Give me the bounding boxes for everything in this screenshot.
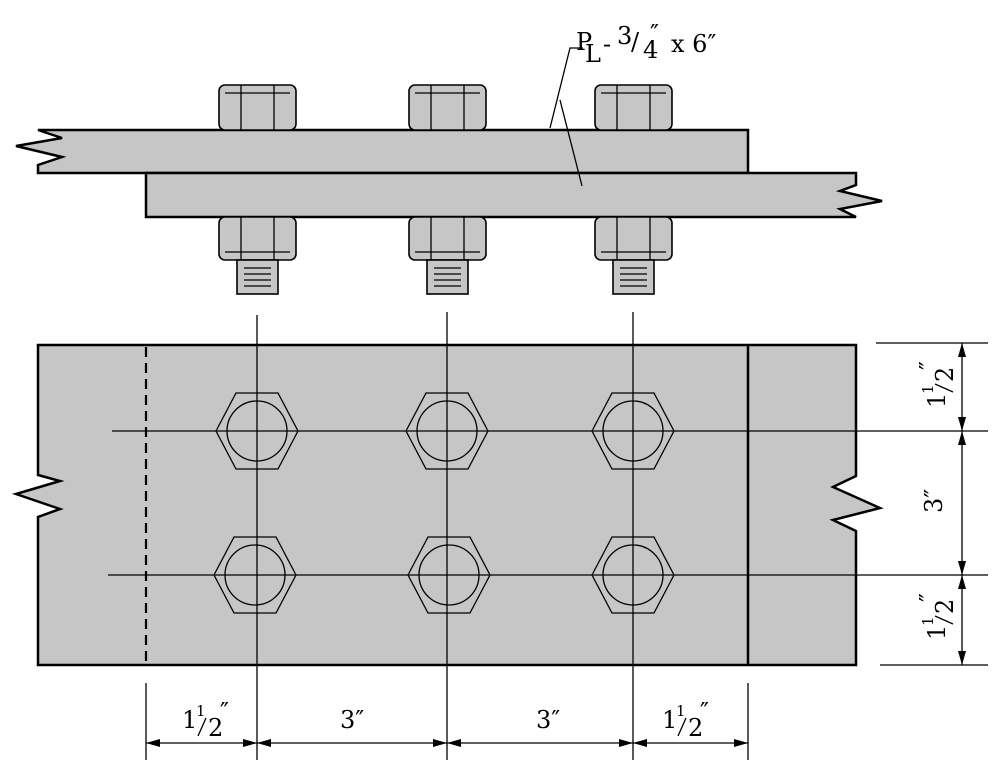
dim-v-3-inch: ″ [915,593,943,602]
dim-v-3: 1 1 2 ″ [915,593,959,640]
dim-v-1-whole: 1 [923,393,951,408]
top-plate [15,128,750,175]
plate-label-p: P [576,28,592,56]
bolt-r2-c1 [213,536,297,614]
dim-v-2: 3″ [920,489,948,513]
dim-h-1: 1 1 2 ″ [182,698,229,742]
dim-v-3-num: 1 [919,616,937,626]
dim-h-1-den: 2 [208,714,223,742]
bolt-head-1 [218,84,297,131]
dim-v-2-text: 3″ [920,489,948,513]
dim-v-3-den: 2 [931,599,959,614]
nut-1 [218,216,297,295]
plate-label-num: 3 [617,22,632,50]
bolt-head-3 [594,84,673,131]
bolt-r2-c3 [591,536,675,614]
dim-h-1-num: 1 [196,702,206,720]
plate-label-inch: ″ [650,20,659,48]
dim-h-3: 3″ [536,706,560,734]
bottom-plate [144,171,883,219]
plate-label-rest: x 6″ [671,30,716,58]
dim-v-1: 1 1 2 ″ [915,361,959,408]
bolt-r1-c3 [591,392,675,470]
nut-3 [594,216,673,295]
dim-h-1-whole: 1 [182,706,197,734]
horizontal-dimensions: 1 1 2 ″ 3″ 3″ 1 1 2 ″ [145,683,749,760]
plan-view [11,312,890,683]
plate-label: P L - 3 / 4 ″ x 6″ [576,20,716,68]
bolt-r2-c2 [407,536,491,614]
dim-h-4-den: 2 [688,714,703,742]
label-leader-branch [559,99,583,187]
dim-h-4: 1 1 2 ″ [662,698,709,742]
bolt-r1-c1 [215,392,299,470]
plate-label-slash: / [631,28,640,56]
dim-v-3-whole: 1 [923,625,951,640]
vertical-dimensions: 1 1 2 ″ 3″ 1 1 2 ″ [876,342,988,666]
dim-h-4-num: 1 [676,702,686,720]
dim-h-2: 3″ [340,706,364,734]
dim-h-4-whole: 1 [662,706,677,734]
plate-label-l: L [585,40,601,68]
plate-label-den: 4 [643,36,658,64]
dim-v-1-num: 1 [919,384,937,394]
dim-h-4-inch: ″ [700,698,709,726]
label-leader [549,47,583,129]
nut-2 [408,216,487,295]
side-elevation: P L - 3 / 4 ″ x 6″ [15,20,883,295]
dim-v-1-inch: ″ [915,361,943,370]
dim-v-1-den: 2 [931,367,959,382]
bolt-r1-c2 [405,392,489,470]
dim-h-1-inch: ″ [220,698,229,726]
bolt-head-2 [408,84,487,131]
plate-label-dash: - [603,30,611,58]
plan-plate [11,343,884,667]
